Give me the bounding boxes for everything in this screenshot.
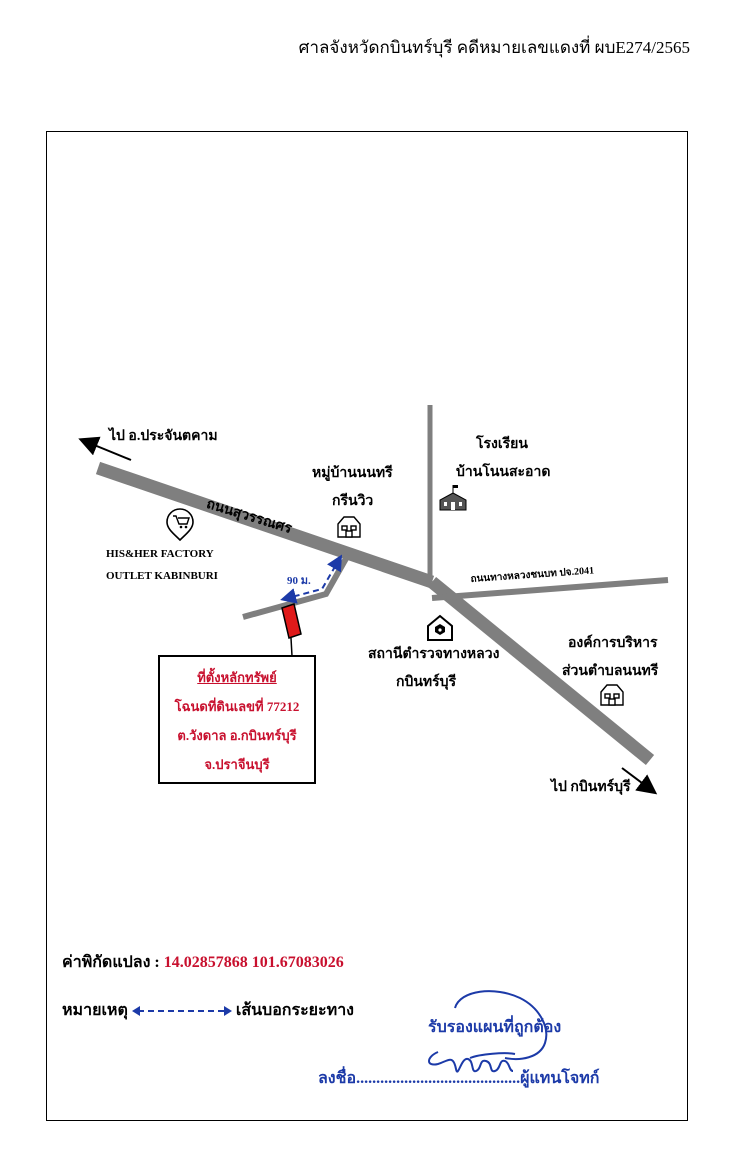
coordinates-value: 14.02857868 101.67083026 bbox=[163, 954, 344, 971]
property-callout: ที่ตั้งหลักทรัพย์ โฉนดที่ดินเลขที่ 77212… bbox=[158, 655, 316, 784]
callout-pointer bbox=[289, 637, 293, 657]
arrow-to-kabinburi bbox=[621, 767, 658, 795]
legend-label: หมายเหตุ bbox=[62, 1002, 128, 1019]
label-village-line2: กรีนวิว bbox=[332, 494, 374, 509]
legend: หมายเหตุ เส้นบอกระยะทาง bbox=[62, 998, 354, 1023]
callout-deed-number: โฉนดที่ดินเลขที่ 77212 bbox=[174, 699, 300, 714]
label-outlet-line2: OUTLET KABINBURI bbox=[106, 570, 218, 582]
property-plot bbox=[281, 603, 302, 639]
signature bbox=[428, 990, 548, 1073]
police-station-icon bbox=[427, 614, 453, 641]
signature-line: ลงชื่อ..................................… bbox=[318, 1070, 600, 1087]
road-suwannason bbox=[95, 461, 435, 589]
label-sao-line1: องค์การบริหาร bbox=[568, 636, 658, 651]
callout-province: จ.ปราจีนบุรี bbox=[204, 757, 270, 772]
arrow-to-prachantakham bbox=[78, 436, 132, 461]
road-to-kabinburi bbox=[427, 576, 655, 766]
callout-title: ที่ตั้งหลักทรัพย์ bbox=[197, 670, 277, 685]
school-icon bbox=[439, 485, 467, 511]
road-highway-2041 bbox=[431, 577, 669, 601]
label-school-line1: โรงเรียน bbox=[476, 437, 528, 452]
label-village-line1: หมู่บ้านนนทรี bbox=[312, 466, 393, 481]
label-police-line1: สถานีตำรวจทางหลวง bbox=[368, 647, 500, 662]
label-distance: 90 ม. bbox=[287, 575, 311, 587]
legend-dashed-arrow bbox=[131, 1006, 232, 1017]
label-outlet-line1: HIS&HER FACTORY bbox=[106, 548, 214, 560]
shopping-cart-icon bbox=[166, 508, 194, 542]
case-number-header: ศาลจังหวัดกบินทร์บุรี คดีหมายเลขแดงที่ ผ… bbox=[298, 38, 690, 57]
distance-route-line bbox=[280, 554, 343, 604]
coordinates: ค่าพิกัดแปลง : 14.02857868 101.67083026 bbox=[62, 950, 344, 975]
coordinates-label: ค่าพิกัดแปลง : bbox=[62, 954, 164, 971]
label-to-prachantakham: ไป อ.ประจันตคาม bbox=[109, 429, 218, 444]
house-icon bbox=[600, 684, 624, 706]
label-to-kabinburi: ไป กบินทร์บุรี bbox=[551, 780, 631, 795]
label-police-line2: กบินทร์บุรี bbox=[396, 675, 457, 690]
label-school-line2: บ้านโนนสะอาด bbox=[456, 465, 551, 480]
road-network bbox=[95, 405, 669, 766]
legend-description: เส้นบอกระยะทาง bbox=[235, 1002, 354, 1019]
map-frame bbox=[46, 131, 688, 1121]
label-sao-line2: ส่วนตำบลนนทรี bbox=[562, 664, 659, 679]
house-icon bbox=[337, 516, 361, 538]
callout-subdistrict: ต.วังดาล อ.กบินทร์บุรี bbox=[177, 728, 297, 743]
certification-text: รับรองแผนที่ถูกต้อง bbox=[428, 1019, 562, 1036]
